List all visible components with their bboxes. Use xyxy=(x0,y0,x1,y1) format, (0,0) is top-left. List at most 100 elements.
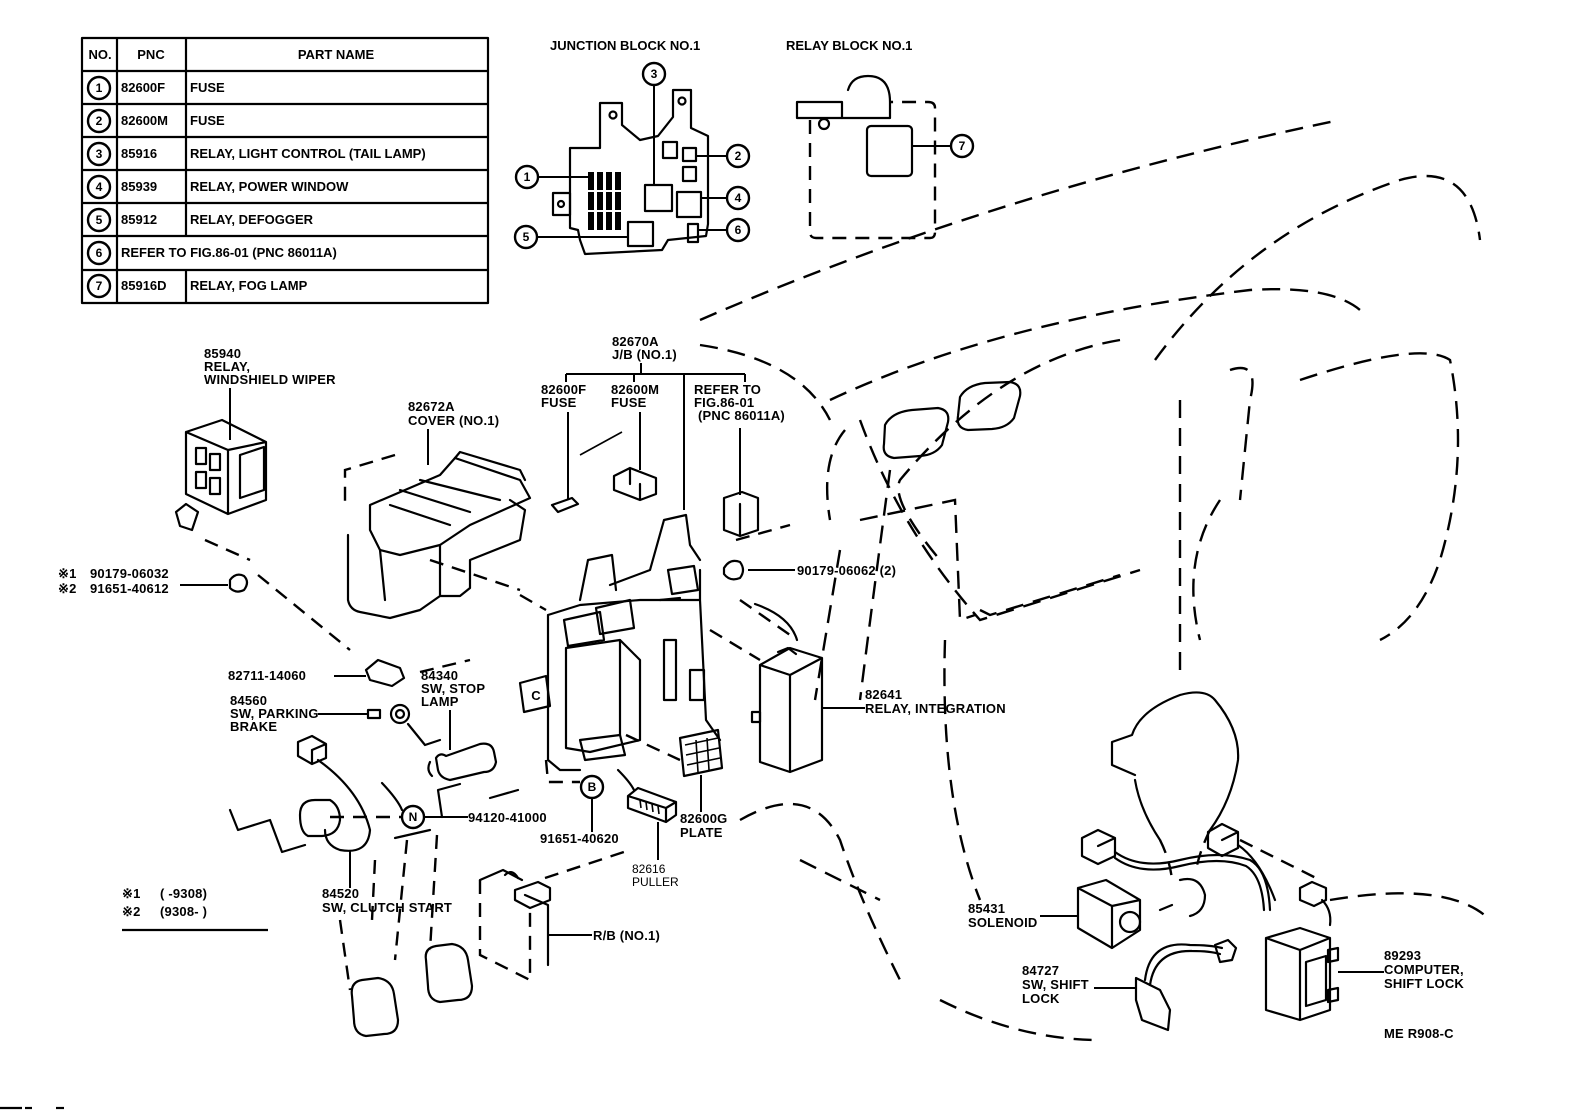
row-no: 3 xyxy=(96,147,103,161)
svg-text:( -9308): ( -9308) xyxy=(160,886,207,901)
shift-lock-switch: 84727 SW, SHIFT LOCK xyxy=(1022,938,1238,1032)
header-pnc: PNC xyxy=(137,47,165,62)
svg-text:5: 5 xyxy=(523,230,530,244)
row-part-name: FUSE xyxy=(190,80,225,95)
plate: 82600G PLATE xyxy=(678,728,727,840)
solenoid: 85431 SOLENOID xyxy=(968,877,1207,950)
svg-text:82672A: 82672A xyxy=(408,399,455,414)
nut: 90179-06062 (2) xyxy=(722,523,896,636)
svg-text:※1: ※1 xyxy=(122,886,141,901)
shift-lock-wiring xyxy=(1080,822,1332,927)
svg-text:82600F: 82600F xyxy=(541,382,586,397)
table-row: 2 82600M FUSE xyxy=(86,108,225,134)
footnotes: ※1 ( -9308) ※2 (9308- ) xyxy=(122,886,268,932)
svg-text:1: 1 xyxy=(524,170,531,184)
row-no: 2 xyxy=(96,114,103,128)
junction-block-inset: JUNCTION BLOCK NO.1 3 1 2 4 xyxy=(513,38,751,256)
svg-text:82616: 82616 xyxy=(632,862,666,876)
svg-text:89293: 89293 xyxy=(1384,948,1421,963)
row-part-name: RELAY, LIGHT CONTROL (TAIL LAMP) xyxy=(190,146,426,161)
wiper-relay: 85940 RELAY, WINDSHIELD WIPER xyxy=(174,346,336,562)
table-row: 4 85939 RELAY, POWER WINDOW xyxy=(86,174,349,200)
svg-text:R/B (NO.1): R/B (NO.1) xyxy=(593,928,660,943)
callout-6 xyxy=(725,217,751,243)
svg-text:LAMP: LAMP xyxy=(421,694,459,709)
svg-text:(9308- ): (9308- ) xyxy=(160,904,207,919)
callout-7 xyxy=(949,133,975,159)
row-part-name: RELAY, DEFOGGER xyxy=(190,212,314,227)
relay-block: R/B (NO.1) xyxy=(478,848,660,982)
shift-knob xyxy=(1110,691,1240,881)
svg-text:PLATE: PLATE xyxy=(680,825,723,840)
svg-text:91651-40612: 91651-40612 xyxy=(90,581,169,596)
row-part-name: RELAY, POWER WINDOW xyxy=(190,179,349,194)
junction-block-title: JUNCTION BLOCK NO.1 xyxy=(550,38,700,53)
svg-text:RELAY,: RELAY, xyxy=(204,359,250,374)
row-no: 1 xyxy=(96,81,103,95)
svg-text:FUSE: FUSE xyxy=(541,395,577,410)
svg-text:82670A: 82670A xyxy=(612,334,659,349)
header-part-name: PART NAME xyxy=(298,47,375,62)
svg-text:REFER TO: REFER TO xyxy=(694,382,761,397)
connector-82711: 82711-14060 xyxy=(228,658,406,688)
svg-text:SW, SHIFT: SW, SHIFT xyxy=(1022,977,1089,992)
shift-lock-computer: 89293 COMPUTER, SHIFT LOCK xyxy=(1264,926,1464,1022)
row-part-name: FUSE xyxy=(190,113,225,128)
svg-text:N: N xyxy=(409,810,418,824)
puller: 82616 PULLER xyxy=(626,786,679,889)
svg-text:7: 7 xyxy=(959,139,966,153)
svg-text:WINDSHIELD WIPER: WINDSHIELD WIPER xyxy=(204,372,336,387)
parts-table: NO. PNC PART NAME 1 82600F FUSE 2 82600M… xyxy=(80,36,490,305)
svg-text:2: 2 xyxy=(735,149,742,163)
svg-text:82600M: 82600M xyxy=(611,382,659,397)
svg-text:6: 6 xyxy=(735,223,742,237)
svg-text:FIG.86-01: FIG.86-01 xyxy=(694,395,754,410)
svg-text:SW, CLUTCH START: SW, CLUTCH START xyxy=(322,900,452,915)
callout-4 xyxy=(725,185,751,211)
row-pnc: 85916 xyxy=(121,146,157,161)
row-no: 6 xyxy=(96,246,103,260)
svg-text:COVER (NO.1): COVER (NO.1) xyxy=(408,413,499,428)
callout-1 xyxy=(514,164,540,190)
figure-id: ME R908-C xyxy=(1384,1026,1454,1041)
svg-text:※2: ※2 xyxy=(122,904,141,919)
svg-text:85431: 85431 xyxy=(968,901,1005,916)
svg-text:84727: 84727 xyxy=(1022,963,1059,978)
svg-text:FUSE: FUSE xyxy=(611,395,647,410)
svg-text:(PNC 86011A): (PNC 86011A) xyxy=(698,408,785,423)
relay-block-inset: RELAY BLOCK NO.1 7 xyxy=(786,38,975,240)
svg-text:85940: 85940 xyxy=(204,346,241,361)
stop-lamp-switch: 84340 SW, STOP LAMP xyxy=(419,658,498,782)
svg-text:※1: ※1 xyxy=(58,566,77,581)
svg-text:4: 4 xyxy=(735,191,742,205)
header-no: NO. xyxy=(88,47,111,62)
row-no: 4 xyxy=(96,180,103,194)
row-part-name: REFER TO FIG.86-01 (PNC 86011A) xyxy=(121,245,337,260)
svg-text:84560: 84560 xyxy=(230,693,267,708)
svg-text:90179-06062 (2): 90179-06062 (2) xyxy=(797,563,896,578)
svg-text:B: B xyxy=(588,780,597,794)
dashboard-outline xyxy=(699,118,1491,1042)
svg-text:82600G: 82600G xyxy=(680,811,727,826)
svg-text:82711-14060: 82711-14060 xyxy=(228,668,306,683)
clutch-start-switch: 84520 SW, CLUTCH START xyxy=(228,734,452,915)
row-pnc: 85912 xyxy=(121,212,157,227)
row-no: 5 xyxy=(96,213,103,227)
svg-text:※2: ※2 xyxy=(58,581,77,596)
cover: 82672A COVER (NO.1) xyxy=(343,399,532,620)
svg-text:94120-41000: 94120-41000 xyxy=(468,810,547,825)
row-no: 7 xyxy=(96,279,103,293)
svg-text:RELAY, INTEGRATION: RELAY, INTEGRATION xyxy=(865,701,1006,716)
fuse-grid xyxy=(588,172,621,230)
svg-text:SW, PARKING: SW, PARKING xyxy=(230,706,319,721)
bolt-b: B 91651-40620 xyxy=(540,768,636,846)
svg-text:COMPUTER,: COMPUTER, xyxy=(1384,962,1464,977)
callout-5 xyxy=(513,224,539,250)
integration-relay: 82641 RELAY, INTEGRATION xyxy=(750,602,1006,774)
junction-block: 82670A J/B (NO.1) 82600F FUSE 82600M FUS… xyxy=(518,334,785,784)
svg-text:BRAKE: BRAKE xyxy=(230,719,277,734)
callout-3 xyxy=(641,61,667,87)
table-row: 6 REFER TO FIG.86-01 (PNC 86011A) xyxy=(86,240,337,266)
table-row: 3 85916 RELAY, LIGHT CONTROL (TAIL LAMP) xyxy=(86,141,426,167)
svg-text:82641: 82641 xyxy=(865,687,902,702)
